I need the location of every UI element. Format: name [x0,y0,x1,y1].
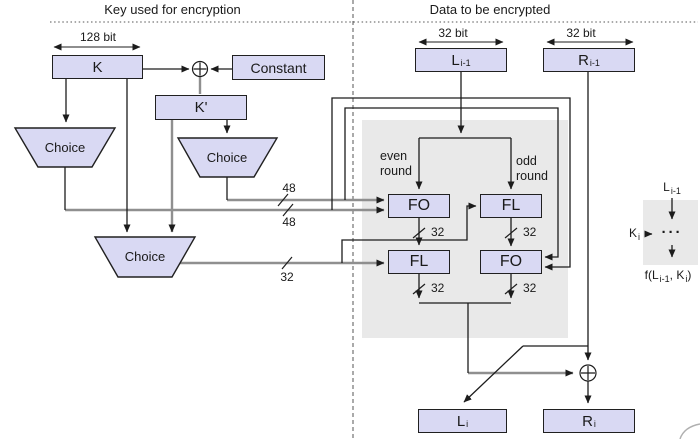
slash-48-top [277,193,289,207]
wire-rin-to-lout [463,345,524,403]
k-prime-box: K' [155,95,247,120]
choice3-label: Choice [124,249,166,264]
even-round-label: even round [380,149,412,178]
mini-f-output-label: f(Li-1, Ki) [644,268,692,284]
fo-even-box: FO [388,194,450,218]
corner-arc-decoration [679,423,700,439]
mini-key-label: Ki [629,226,641,242]
label-128bit: 128 bit [79,30,117,44]
slash-32-fo-even [412,227,426,239]
section-title-data: Data to be encrypted [429,2,551,17]
bus-label-32-fo-odd: 32 [523,281,537,295]
mini-l-input-label: Li-1 [663,180,681,196]
slash-48-bottom [282,203,294,217]
choice3-trapezoid [93,236,197,278]
label-32bit-left: 32 bit [438,26,468,40]
fo-odd-box: FO [480,250,542,274]
bus-label-48-top: 48 [282,181,296,195]
fl-odd-box: FL [480,194,542,218]
bus-label-32-left: 32 [280,270,294,284]
slash-32-fl-odd [504,227,518,239]
bus-label-32-fl-even: 32 [431,281,445,295]
choice2-label: Choice [206,150,248,165]
round-function-panel [362,120,568,338]
bus-label-32-fo-even: 32 [431,225,445,239]
wire-48-wrap-outer [331,97,571,271]
label-32bit-right: 32 bit [566,26,596,40]
slash-32-left [281,256,293,270]
slash-32-fo-odd [504,283,518,295]
choice2-trapezoid [176,137,279,178]
choice1-label: Choice [44,140,86,155]
slash-32-fl-even [412,283,426,295]
constant-box: Constant [232,55,325,80]
k-box: K [52,55,143,79]
odd-round-label: odd round [516,154,548,183]
section-title-key: Key used for encryption [104,2,241,17]
wire-48-wrap-inner [344,107,559,261]
fl-even-box: FL [388,250,450,274]
wire-32-wrap [341,202,477,263]
bus-label-48-bottom: 48 [282,215,296,229]
bus-label-32-fl-odd: 32 [523,225,537,239]
mini-dots: ··· [661,224,683,241]
choice1-trapezoid [13,127,117,168]
